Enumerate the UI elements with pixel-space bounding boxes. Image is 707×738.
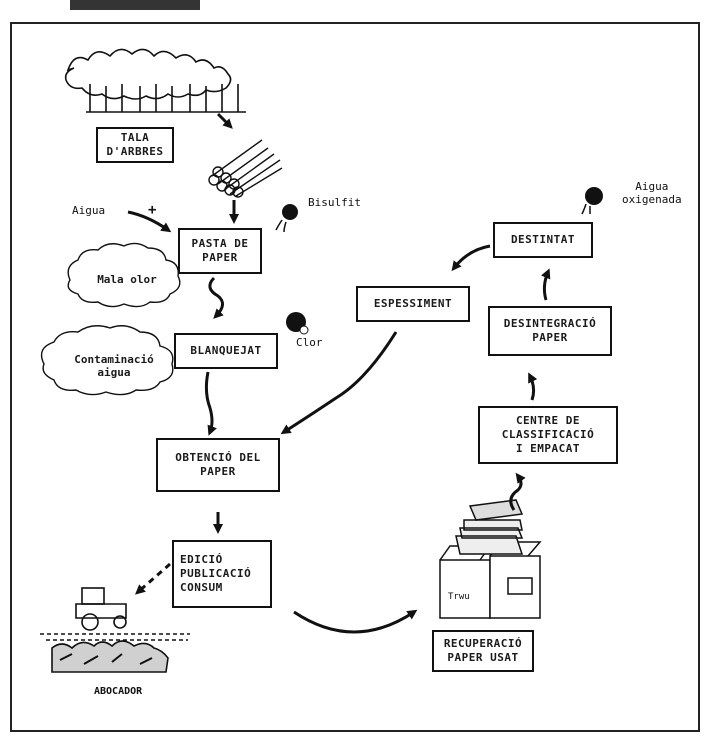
edicio-box: EDICIÓ PUBLICACIÓ CONSUM: [172, 540, 272, 608]
centre-box: CENTRE DE CLASSIFICACIÓ I EMPACAT: [478, 406, 618, 464]
diagram-frame: [10, 22, 700, 732]
recuperacio-box: RECUPERACIÓ PAPER USAT: [432, 630, 534, 672]
arrow-desintegracio-destintat: [541, 268, 551, 301]
droplet-icon: [275, 204, 298, 233]
arrow-pasta-blanquejat: [208, 276, 224, 319]
blanquejat-box: BLANQUEJAT: [174, 333, 278, 369]
arrow-trees-logs: [216, 112, 233, 129]
tractor-icon: [40, 587, 190, 673]
cloud-icon: [67, 242, 181, 308]
mala-olor-cloud-label: Mala olor: [97, 272, 157, 286]
box-tag-label: Trwu: [448, 592, 470, 602]
arrow-blanquejat-obtencio: [204, 371, 217, 436]
droplet-icon: [286, 312, 309, 335]
arrow-centre-desintegracio: [528, 372, 538, 401]
paper-stack-icon: [439, 499, 542, 619]
abocador-label: ABOCADOR: [94, 686, 143, 697]
clor-label: Clor: [296, 336, 323, 349]
plus-sign: +: [148, 202, 157, 218]
arrow-destintat-espessiment: [451, 244, 491, 272]
droplet-icon: [581, 187, 603, 215]
espessiment-box: ESPESSIMENT: [356, 286, 470, 322]
bisulfit-label: Bisulfit: [308, 196, 361, 209]
header-fragment: [70, 0, 200, 10]
tala-box: TALA D'ARBRES: [96, 127, 174, 163]
arrow-edicio-abocador: [134, 562, 171, 595]
arrow-espessiment-obtencio: [280, 331, 398, 435]
aigua-oxigenada-label: Aigua oxigenada: [622, 180, 682, 207]
destintat-box: DESTINTAT: [493, 222, 593, 258]
obtencio-box: OBTENCIÓ DEL PAPER: [156, 438, 280, 492]
arrow-recuperacio-centre: [509, 472, 526, 511]
logs-icon: [208, 139, 283, 198]
trees-icon: [64, 48, 246, 113]
cloud-icon: [40, 325, 174, 396]
arrow-edicio-recuperacio: [293, 609, 418, 634]
pasta-box: PASTA DE PAPER: [178, 228, 262, 274]
aigua-label: Aigua: [72, 204, 106, 217]
arrow-aigua: [127, 210, 172, 233]
desintegracio-box: DESINTEGRACIÓ PAPER: [488, 306, 612, 356]
contaminacio-cloud-label: Contaminació aigua: [74, 353, 154, 379]
